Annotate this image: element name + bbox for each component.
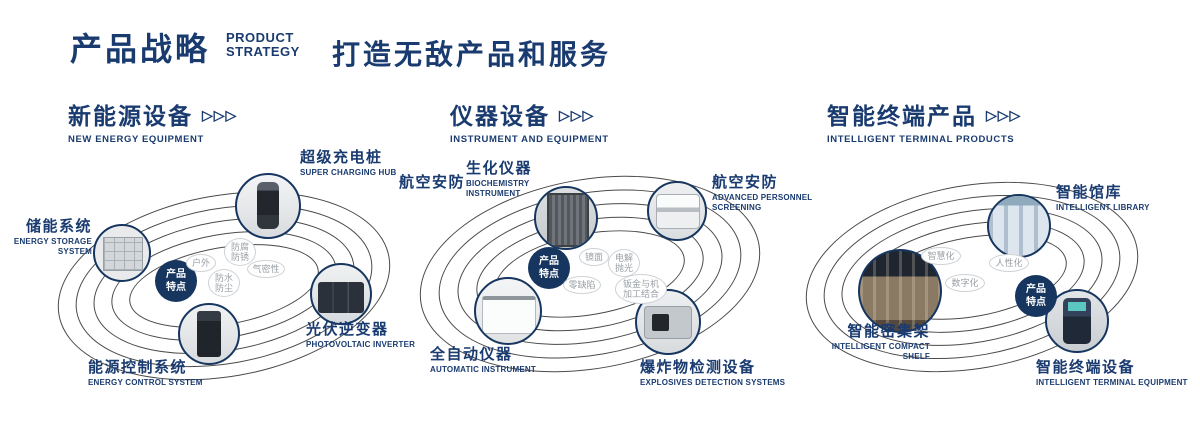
- feature-bubble: 防腐防锈: [224, 238, 256, 266]
- personnel-screening-photo: [647, 181, 707, 241]
- feature-bubble: 零缺陷: [563, 276, 601, 294]
- intelligent-library-photo: [987, 194, 1051, 258]
- label-energy-control-system: 能源控制系统 ENERGY CONTROL SYSTEM: [88, 359, 203, 387]
- feature-bubble: 户外: [186, 254, 216, 272]
- feature-bubble: 钣金与机加工结合: [615, 274, 667, 304]
- energy-storage-photo: [93, 224, 151, 282]
- feature-bubble: 电解抛光: [608, 249, 640, 277]
- feature-bubble: 镜面: [579, 248, 609, 266]
- header-subtitle-line1: PRODUCT: [226, 30, 294, 45]
- label-energy-storage: 储能系统 ENERGY STORAGE SYSTEM: [13, 218, 92, 256]
- triple-arrow-icon: ▷▷▷: [559, 107, 595, 123]
- header-subtitle-line2: STRATEGY: [226, 44, 300, 60]
- label-intelligent-compact-shelf: 智能密集架 INTELLIGENT COMPACT SHELF: [831, 323, 930, 361]
- label-super-charging-hub: 超级充电桩 SUPER CHARGING HUB: [300, 149, 397, 177]
- energy-control-system-photo: [178, 303, 240, 365]
- label-personnel-screening: 航空安防 ADVANCED PERSONNEL SCREENING: [712, 174, 813, 212]
- section-title: 新能源设备: [68, 103, 193, 129]
- section-subtitle: NEW ENERGY EQUIPMENT: [68, 134, 204, 145]
- triple-arrow-icon: ▷▷▷: [202, 107, 238, 123]
- label-photovoltaic-inverter: 光伏逆变器 PHOTOVOLTAIC INVERTER: [306, 321, 416, 349]
- section-subtitle: INSTRUMENT AND EQUIPMENT: [450, 134, 609, 145]
- automatic-instrument-photo: [474, 277, 542, 345]
- feature-bubble: 防水防尘: [208, 269, 240, 297]
- feature-bubble: 数字化: [945, 274, 985, 292]
- biochemistry-instrument-photo: [534, 186, 598, 250]
- product-features-badge: 产品特点: [1015, 275, 1057, 317]
- label-biochemistry-instrument: 生化仪器 BIOCHEMISTRY INSTRUMENT: [466, 160, 533, 198]
- page-title: 产品战略: [70, 31, 211, 67]
- super-charging-hub-photo: [235, 173, 301, 239]
- section-title: 仪器设备: [450, 103, 550, 129]
- label-automatic-instrument: 全自动仪器 AUTOMATIC INSTRUMENT: [430, 346, 536, 374]
- header-subtitle: PRODUCT STRATEGY: [226, 30, 300, 60]
- feature-bubble: 人性化: [989, 254, 1029, 272]
- feature-bubble: 气密性: [247, 260, 285, 278]
- section-subtitle: INTELLIGENT TERMINAL PRODUCTS: [827, 134, 1015, 145]
- label-intelligent-library: 智能馆库 INTELLIGENT LIBRARY: [1056, 184, 1150, 212]
- header-tagline: 打造无敌产品和服务: [332, 39, 612, 70]
- triple-arrow-icon: ▷▷▷: [986, 107, 1022, 123]
- label-explosives-detection: 爆炸物检测设备 EXPLOSIVES DETECTION SYSTEMS: [640, 359, 786, 387]
- label-aviation-security-left: 航空安防: [399, 174, 466, 191]
- label-intelligent-terminal-equipment: 智能终端设备 INTELLIGENT TERMINAL EQUIPMENT: [1036, 359, 1188, 387]
- photovoltaic-inverter-photo: [310, 263, 372, 325]
- feature-bubble: 智慧化: [921, 247, 961, 265]
- section-title: 智能终端产品: [827, 103, 977, 129]
- section-header-intelligent-terminal: 智能终端产品 ▷▷▷ INTELLIGENT TERMINAL PRODUCTS: [827, 97, 1021, 145]
- section-header-new-energy: 新能源设备 ▷▷▷ NEW ENERGY EQUIPMENT: [68, 97, 237, 145]
- section-header-instruments: 仪器设备 ▷▷▷ INSTRUMENT AND EQUIPMENT: [450, 97, 609, 145]
